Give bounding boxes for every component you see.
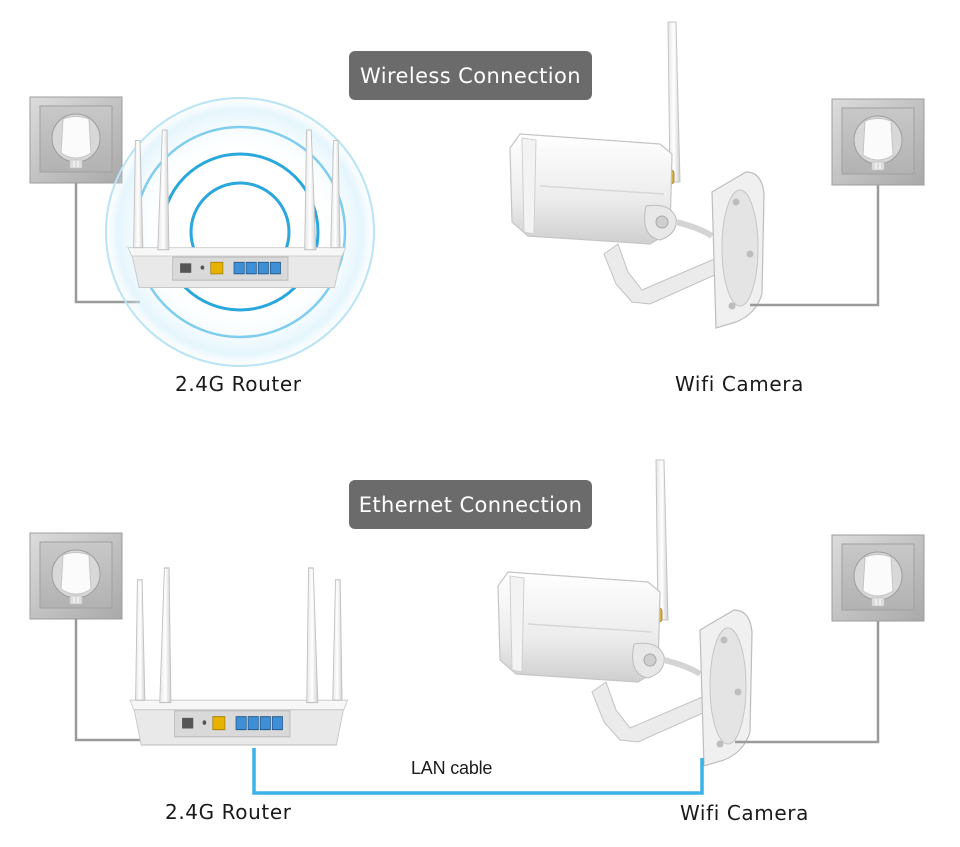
wireless-power-cord-right: [750, 180, 880, 307]
wireless-power-cord-left: [74, 180, 140, 304]
router-icon: [129, 567, 349, 746]
wall-socket-icon: [831, 534, 925, 622]
wireless-router-label: 2.4G Router: [175, 372, 302, 396]
ethernet-router-label: 2.4G Router: [165, 800, 292, 824]
ethernet-camera-label: Wifi Camera: [680, 801, 809, 825]
wall-socket-icon: [831, 98, 925, 186]
wall-socket-icon: [29, 96, 123, 184]
wall-socket-icon: [29, 532, 123, 620]
wireless-camera-label: Wifi Camera: [675, 372, 804, 396]
ethernet-power-cord-left: [74, 612, 140, 742]
ethernet-connection-title: Ethernet Connection: [349, 480, 592, 529]
lan-cable-label: LAN cable: [411, 758, 493, 778]
ethernet-power-cord-right: [735, 614, 880, 744]
lan-cable-icon: [252, 748, 704, 795]
wireless-connection-title: Wireless Connection: [349, 51, 592, 100]
